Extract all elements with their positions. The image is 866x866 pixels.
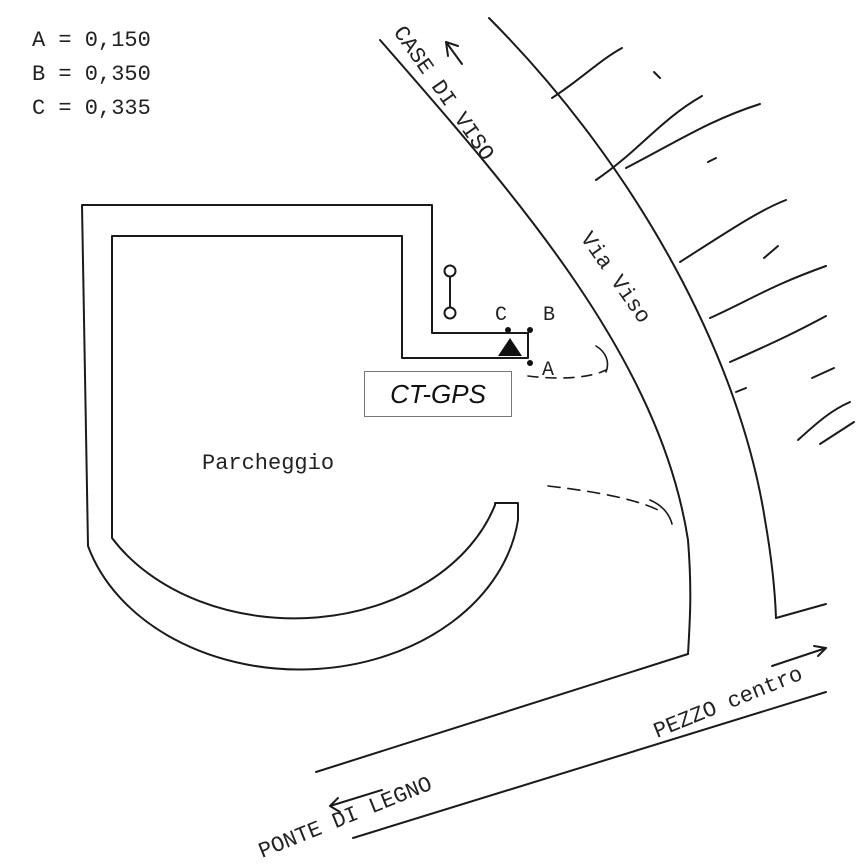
point-a-dot	[527, 360, 533, 366]
lower-road-south-edge	[352, 691, 827, 839]
point-c-label: C	[495, 304, 507, 327]
coordinate-legend: A = 0,150 B = 0,350 C = 0,335	[32, 24, 151, 126]
arrow-pezzo-centro	[771, 645, 827, 667]
access-arc-lower	[649, 499, 673, 525]
point-b-dot	[527, 327, 533, 333]
parking-label: Parcheggio	[202, 451, 334, 476]
direction-label-ponte-di-legno: PONTE DI LEGNO	[255, 772, 436, 864]
legend-item-b: B = 0,350	[32, 62, 151, 87]
road-edge-stub	[775, 603, 827, 619]
direction-label-case-di-viso: CASE DI VISO	[387, 22, 498, 166]
point-c-dot	[505, 327, 511, 333]
terrain-hatching	[551, 47, 855, 445]
access-arc-upper	[595, 345, 609, 373]
via-viso-east-edge	[488, 17, 777, 619]
parking-outer-outline	[81, 204, 529, 671]
legend-item-a: A = 0,150	[32, 28, 151, 53]
arrow-ponte-di-legno	[329, 789, 383, 813]
point-a-label: A	[542, 359, 554, 382]
lower-road-north-edge	[315, 653, 689, 773]
dashed-access-upper	[527, 369, 607, 379]
point-b-label: B	[543, 304, 555, 327]
direction-label-pezzo-centro: PEZZO centro	[650, 662, 806, 745]
dashed-access-lower	[547, 485, 663, 513]
road-name-label: Via Viso	[574, 228, 655, 329]
station-triangle-icon	[498, 338, 522, 356]
station-label: CT-GPS	[390, 378, 486, 409]
arrow-case-di-viso	[445, 41, 463, 65]
legend-item-c: C = 0,335	[32, 96, 151, 121]
pole-icon	[443, 264, 457, 320]
station-label-box: CT-GPS	[364, 371, 512, 417]
via-viso-west-edge	[379, 39, 692, 655]
